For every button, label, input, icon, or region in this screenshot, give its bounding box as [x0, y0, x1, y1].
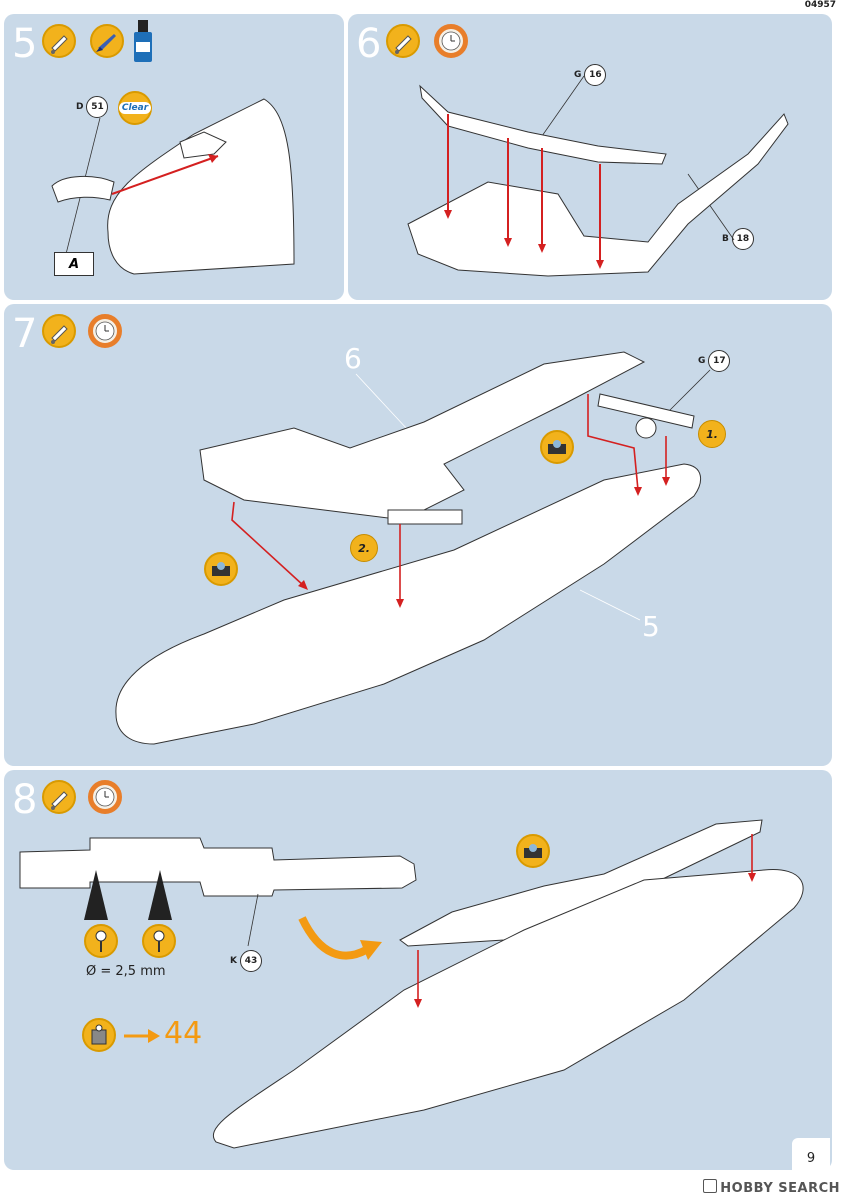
step-8-drawing [19, 819, 804, 1149]
part-letter: B [722, 234, 729, 244]
part-number: 16 [584, 64, 607, 86]
step-number: 6 [356, 21, 382, 67]
kit-code: 04957 [804, 0, 836, 10]
step-7-drawing [115, 351, 711, 745]
page-number: 9 [792, 1138, 830, 1178]
next-step-icon [82, 1018, 116, 1052]
part-g17-callout: G 17 [698, 350, 731, 372]
part-letter: G [574, 70, 582, 80]
clear-paint-bottle-icon [132, 20, 154, 62]
part-letter: K [230, 956, 237, 966]
order-badge-1: 1. [698, 420, 726, 448]
step-6-drawing [407, 75, 789, 277]
drill-icon [142, 924, 176, 958]
drill-diameter: Ø = 2,5 mm [86, 964, 166, 979]
part-letter: D [76, 102, 84, 112]
step-6-panel: 6 G 16 B 18 [348, 14, 832, 300]
fuselage-label: 5 [642, 610, 660, 643]
part-g16-callout: G 16 [574, 64, 607, 86]
tape-icon [204, 552, 238, 586]
part-number: 51 [86, 96, 109, 118]
part-k43-callout: K 43 [230, 950, 262, 972]
next-step-number: 44 [164, 1016, 203, 1051]
clock-icon [88, 780, 122, 814]
watermark: HOBBY SEARCH [703, 1179, 840, 1196]
clock-icon [88, 314, 122, 348]
clear-label: Clear [118, 102, 152, 114]
step-number: 5 [12, 21, 38, 67]
glue-icon [42, 24, 76, 58]
paint-brush-icon [90, 24, 124, 58]
watermark-text: HOBBY SEARCH [720, 1181, 840, 1196]
part-d51-callout: D 51 [76, 96, 109, 118]
step-number: 7 [12, 311, 38, 357]
part-b18-callout: B 18 [722, 228, 754, 250]
glue-icon [386, 24, 420, 58]
glue-icon [42, 780, 76, 814]
part-number: 43 [239, 950, 262, 972]
step-8-panel: 8 K 43 Ø = 2,5 mm 44 [4, 770, 832, 1170]
step-5-panel: 5 D 51 Clear A [4, 14, 344, 300]
tape-icon [516, 834, 550, 868]
glue-icon [42, 314, 76, 348]
drill-icon [84, 924, 118, 958]
arrow-right-icon [124, 1029, 160, 1043]
step-5-drawing [51, 98, 295, 275]
part-number: 18 [731, 228, 754, 250]
step-number: 8 [12, 777, 38, 823]
tape-icon [540, 430, 574, 464]
clear-paint-icon: Clear [118, 91, 152, 125]
flag-label: A [68, 256, 80, 272]
wing-label: 6 [344, 342, 362, 375]
clock-icon [434, 24, 468, 58]
step-7-panel: 7 6 5 G 17 1. 2. [4, 304, 832, 766]
part-letter: G [698, 356, 706, 366]
watermark-logo-icon [703, 1179, 718, 1193]
position-flag: A [54, 252, 94, 276]
part-number: 17 [708, 350, 731, 372]
order-badge-2: 2. [350, 534, 378, 562]
